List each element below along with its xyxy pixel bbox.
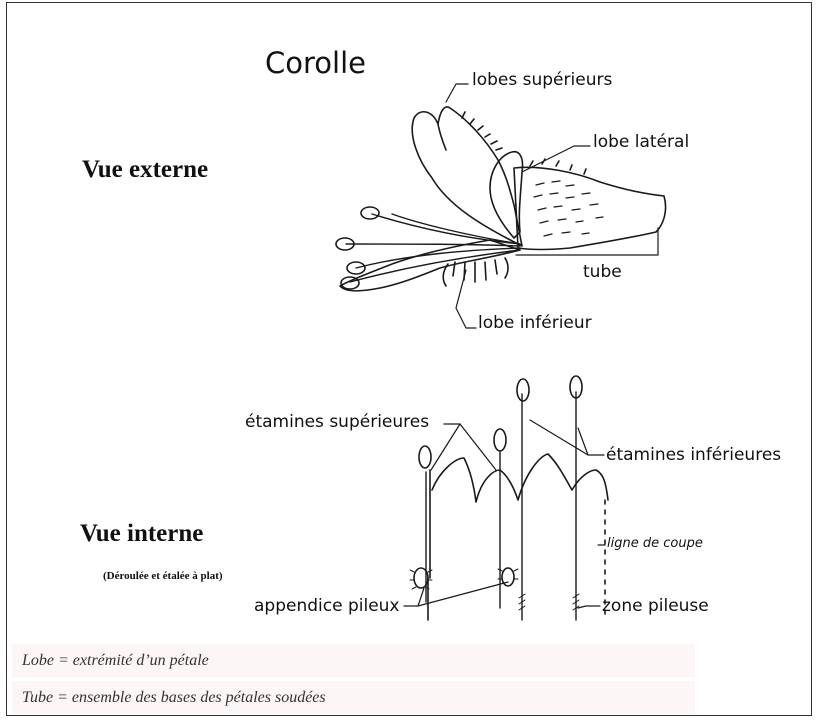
internal-anther xyxy=(494,429,506,451)
hairy-appendage-right-hairs xyxy=(498,569,518,579)
label-tube: tube xyxy=(583,262,622,282)
internal-corolla-drawing xyxy=(404,376,608,620)
external-flower-drawing xyxy=(336,84,666,328)
petal-left-edge xyxy=(428,470,430,620)
upper-lobes-hairs xyxy=(462,112,502,150)
label-lower-stamens: étamines inférieures xyxy=(606,445,781,465)
anther xyxy=(341,277,359,289)
external-view-heading: Vue externe xyxy=(82,156,208,184)
lateral-lobe-hairs xyxy=(530,159,586,174)
label-cut-line: ligne de coupe xyxy=(607,536,703,551)
definition-note-tube: Tube = ensemble des bases des pétales so… xyxy=(12,681,695,714)
leader-lower-stamens xyxy=(530,420,604,455)
leader-hairy-zone xyxy=(578,606,600,608)
bracket-tube xyxy=(516,228,658,255)
label-hairy-appendage: appendice pileux xyxy=(254,596,400,616)
tube-shape xyxy=(514,167,666,249)
internal-filaments xyxy=(426,392,576,620)
upper-lobes-notch xyxy=(438,124,446,150)
leader-upper-stamens xyxy=(431,424,496,470)
label-upper-lobes: lobes supérieurs xyxy=(472,70,612,90)
hairy-zone-marks xyxy=(519,594,579,610)
anther xyxy=(361,207,379,219)
label-lateral-lobe: lobe latéral xyxy=(593,132,689,152)
leader-hairy-appendage xyxy=(404,582,508,606)
leader-upper-lobes xyxy=(446,84,468,102)
internal-view-heading: Vue interne xyxy=(80,520,203,548)
label-lower-lobe: lobe inférieur xyxy=(478,313,592,333)
internal-anther xyxy=(517,379,529,401)
internal-anther xyxy=(419,446,431,468)
petal-arches xyxy=(432,454,608,502)
label-hairy-zone: zone pileuse xyxy=(602,596,709,616)
definition-note-lobe: Lobe = extrémité d’un pétale xyxy=(12,644,695,677)
label-upper-stamens: étamines supérieures xyxy=(245,412,429,432)
lower-lobe-hairs xyxy=(443,258,508,286)
tube-hatching xyxy=(534,181,603,236)
diagram-title: Corolle xyxy=(265,46,366,80)
leader-lower-lobe xyxy=(456,270,476,328)
internal-view-subheading: (Déroulée et étalée à plat) xyxy=(103,570,223,582)
